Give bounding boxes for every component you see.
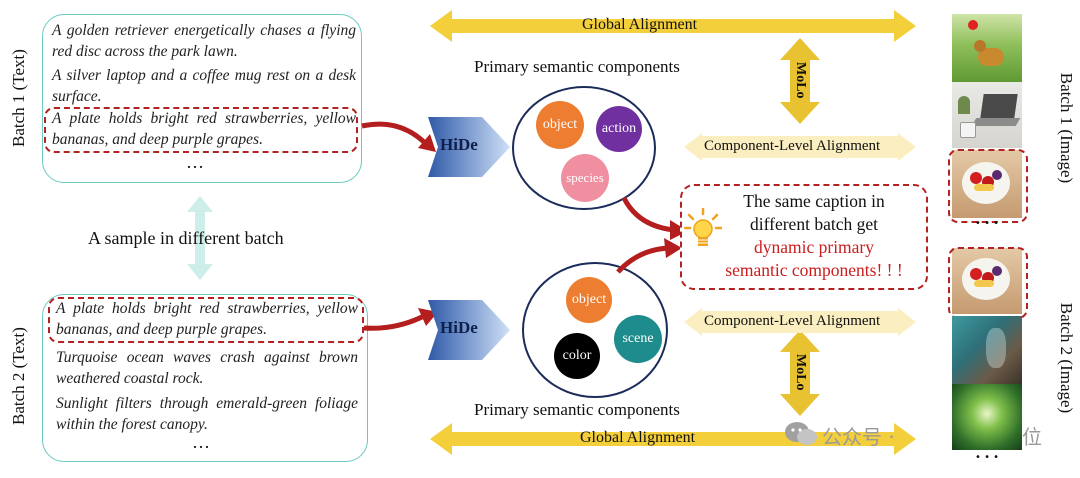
- molo-arrow-top: [780, 38, 820, 124]
- arrow-batch1-to-hide: [361, 121, 436, 152]
- batch2-text-label: Batch 2 (Text): [9, 327, 28, 425]
- batch2-text-box: [42, 294, 368, 462]
- component-object-bottom: object: [566, 277, 612, 323]
- image-fruit-plate-batch1: [952, 150, 1022, 218]
- note-line-4: semantic components! ! !: [725, 260, 903, 280]
- image-dog-park: [952, 14, 1022, 82]
- batch2-image-label: Batch 2 (Image): [1057, 302, 1076, 414]
- molo-label-bottom: MoLo: [793, 354, 808, 391]
- batch2-caption-2: Turquoise ocean waves crash against brow…: [56, 349, 358, 387]
- components-circle-top: [512, 86, 656, 210]
- lightbulb-icon: [684, 208, 722, 246]
- component-object-top: object: [536, 101, 584, 149]
- batch1-caption-2: A silver laptop and a coffee mug rest on…: [52, 67, 356, 105]
- component-color-bottom: color: [554, 333, 600, 379]
- global-alignment-arrow-top: [430, 10, 916, 42]
- hide-label-bottom: HiDe: [440, 318, 478, 337]
- note-text: The same caption in different batch get …: [714, 190, 914, 282]
- image-forest-canopy: [952, 384, 1022, 450]
- note-line-3: dynamic primary: [753, 237, 875, 257]
- batch2-caption-1: A plate holds bright red strawberries, y…: [56, 300, 358, 338]
- watermark-tail: 位: [1022, 425, 1042, 449]
- molo-label-top: MoLo: [793, 62, 808, 99]
- note-line-2: different batch get: [750, 214, 878, 234]
- image-ellipsis-batch1: • • •: [975, 218, 1000, 229]
- arrow-top-circle-to-note: [621, 196, 688, 240]
- batch1-text-box: [42, 14, 362, 183]
- batch1-highlighted-caption-frame: [44, 107, 358, 153]
- batch2-caption-3: Sunlight filters through emerald-green f…: [56, 395, 358, 433]
- molo-arrow-bottom: [780, 330, 820, 416]
- components-circle-bottom: [522, 262, 668, 398]
- batch1-ellipsis: …: [186, 152, 206, 172]
- component-action-top: action: [596, 106, 642, 152]
- component-alignment-arrow-bottom: [684, 308, 916, 336]
- image-ocean-rocks: [952, 316, 1022, 384]
- component-species-top: species: [561, 154, 609, 202]
- batch2-highlighted-caption-frame: [48, 297, 364, 343]
- component-alignment-arrow-top: [684, 133, 916, 161]
- global-alignment-label-top: Global Alignment: [582, 16, 698, 33]
- image-highlight-frame-batch1: [948, 149, 1028, 223]
- sample-link-arrow: [187, 196, 213, 280]
- hide-label-top: HiDe: [440, 135, 478, 154]
- batch1-caption-1: A golden retriever energetically chases …: [52, 22, 356, 60]
- component-scene-bottom: scene: [614, 315, 662, 363]
- note-box: [680, 184, 928, 290]
- arrow-bottom-circle-to-note: [616, 238, 682, 274]
- global-alignment-arrow-bottom: [430, 423, 916, 455]
- batch1-image-label: Batch 1 (Image): [1057, 72, 1076, 184]
- primary-heading-top: Primary semantic components: [474, 57, 680, 76]
- batch1-text-label: Batch 1 (Text): [9, 49, 28, 147]
- sample-label: A sample in different batch: [88, 228, 284, 248]
- component-alignment-label-bottom: Component-Level Alignment: [704, 313, 881, 329]
- image-ellipsis-batch2: • • •: [975, 452, 1000, 463]
- primary-heading-bottom: Primary semantic components: [474, 400, 680, 419]
- image-laptop-mug: [952, 82, 1022, 148]
- image-fruit-plate-batch2: [952, 248, 1022, 314]
- image-highlight-frame-batch2: [948, 247, 1028, 319]
- hide-arrow-bottom: [428, 300, 510, 360]
- note-line-1: The same caption in: [743, 191, 885, 211]
- watermark-text: 公众号 ·: [822, 425, 895, 449]
- hide-arrow-top: [428, 117, 510, 177]
- component-alignment-label-top: Component-Level Alignment: [704, 138, 881, 154]
- batch1-caption-3: A plate holds bright red strawberries, y…: [52, 110, 356, 148]
- wechat-icon: [785, 422, 817, 445]
- global-alignment-label-bottom: Global Alignment: [580, 429, 696, 446]
- batch2-ellipsis: …: [192, 432, 212, 452]
